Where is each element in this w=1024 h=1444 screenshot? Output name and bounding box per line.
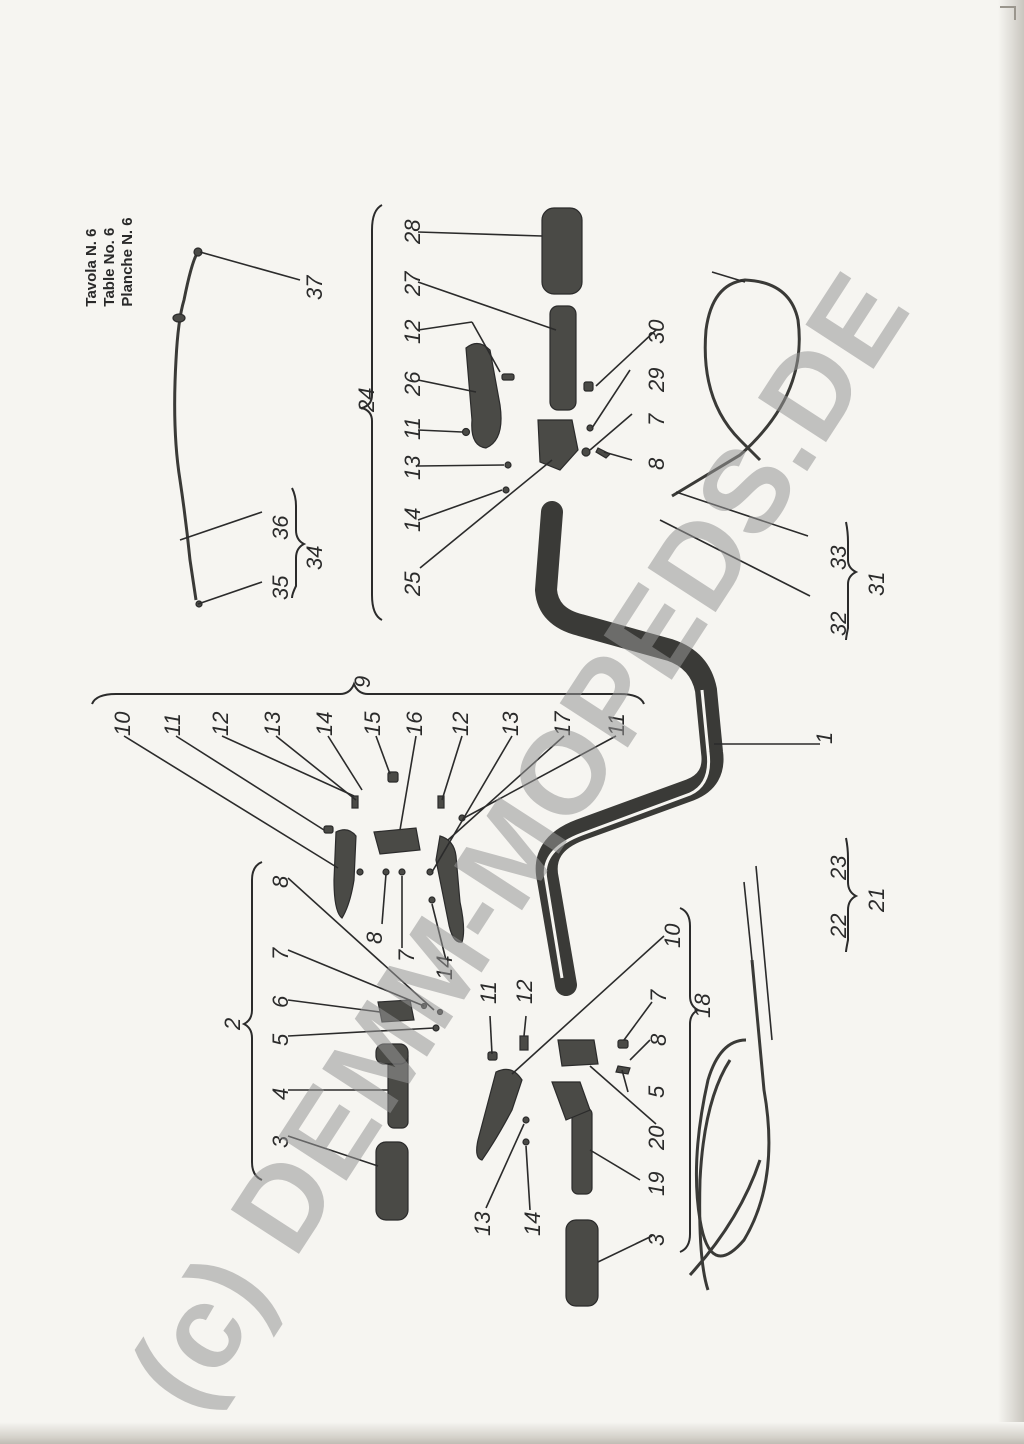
callout-5-right: 5 [644, 1085, 669, 1098]
callout-30: 30 [644, 319, 669, 344]
callout-25: 25 [400, 571, 425, 597]
callout-28: 28 [400, 219, 425, 245]
callout-14-center: 14 [432, 956, 457, 980]
callout-14-right: 14 [520, 1212, 545, 1236]
callout-16: 16 [402, 711, 427, 736]
group-braces [91, 204, 859, 1253]
callout-9: 9 [350, 676, 375, 688]
brake-lever-group-center [323, 771, 466, 943]
leader-lines [123, 231, 820, 1263]
callout-13-top: 13 [400, 455, 425, 480]
callout-13-center: 13 [498, 711, 523, 736]
callout-31: 31 [864, 572, 889, 596]
callout-15: 15 [360, 711, 385, 736]
callout-7-top: 7 [644, 413, 669, 426]
callout-22: 22 [826, 914, 851, 939]
callout-7-right: 7 [646, 989, 671, 1002]
callout-7: 7 [268, 947, 293, 960]
callout-8-top: 8 [644, 457, 669, 470]
page-edge-right [998, 0, 1024, 1444]
callout-10-right: 10 [660, 923, 685, 948]
callout-11-center: 11 [604, 713, 629, 736]
callout-14-top: 14 [400, 508, 425, 532]
callout-11-top: 11 [400, 417, 425, 440]
right-grip-assembly [476, 1035, 631, 1307]
corner-mark [1000, 6, 1016, 20]
callout-26: 26 [400, 371, 425, 397]
throttle-cable [671, 271, 801, 498]
callout-5: 5 [268, 1033, 293, 1046]
callout-14: 14 [312, 712, 337, 736]
callout-8-center: 8 [362, 931, 387, 944]
callout-12-top: 12 [400, 320, 425, 344]
callout-17: 17 [550, 711, 575, 736]
callout-19: 19 [644, 1172, 669, 1196]
callout-12-center: 12 [448, 712, 473, 736]
callout-8: 8 [268, 875, 293, 888]
callout-34: 34 [302, 546, 327, 570]
callout-3: 3 [268, 1135, 293, 1148]
left-grip-assembly [375, 999, 444, 1221]
callout-36: 36 [268, 515, 293, 540]
callout-32: 32 [826, 612, 851, 636]
callout-7-center: 7 [394, 949, 419, 962]
brake-cable-upper [172, 247, 203, 608]
callout-3-right: 3 [644, 1233, 669, 1246]
brake-cable-lower [688, 865, 773, 1291]
callout-23: 23 [826, 855, 851, 881]
callout-13: 13 [260, 711, 285, 736]
callout-18: 18 [690, 993, 715, 1018]
callout-37: 37 [302, 275, 327, 300]
callout-4: 4 [268, 1088, 293, 1100]
throttle-grip-assembly [461, 207, 612, 494]
handlebar-part [535, 501, 724, 996]
callout-24: 24 [354, 388, 379, 413]
callout-35: 35 [268, 575, 293, 600]
callout-29: 29 [644, 368, 669, 393]
callout-12-right: 12 [512, 980, 537, 1004]
callout-12: 12 [208, 712, 233, 736]
callout-6: 6 [268, 995, 293, 1008]
callout-10: 10 [110, 711, 135, 736]
callout-11-right: 11 [476, 981, 501, 1004]
callout-2: 2 [220, 1018, 245, 1031]
callout-20: 20 [644, 1125, 669, 1151]
page-edge-bottom [0, 1422, 1024, 1444]
callout-13-right: 13 [470, 1211, 495, 1236]
callout-numbers: 1 2 3 4 5 6 7 8 9 10 11 12 13 14 15 16 1… [110, 219, 889, 1246]
callout-21: 21 [864, 888, 889, 913]
callout-11: 11 [160, 713, 185, 736]
callout-33: 33 [826, 545, 851, 570]
callout-1: 1 [812, 732, 837, 744]
callout-27: 27 [400, 271, 425, 297]
callout-8-right: 8 [646, 1033, 671, 1046]
